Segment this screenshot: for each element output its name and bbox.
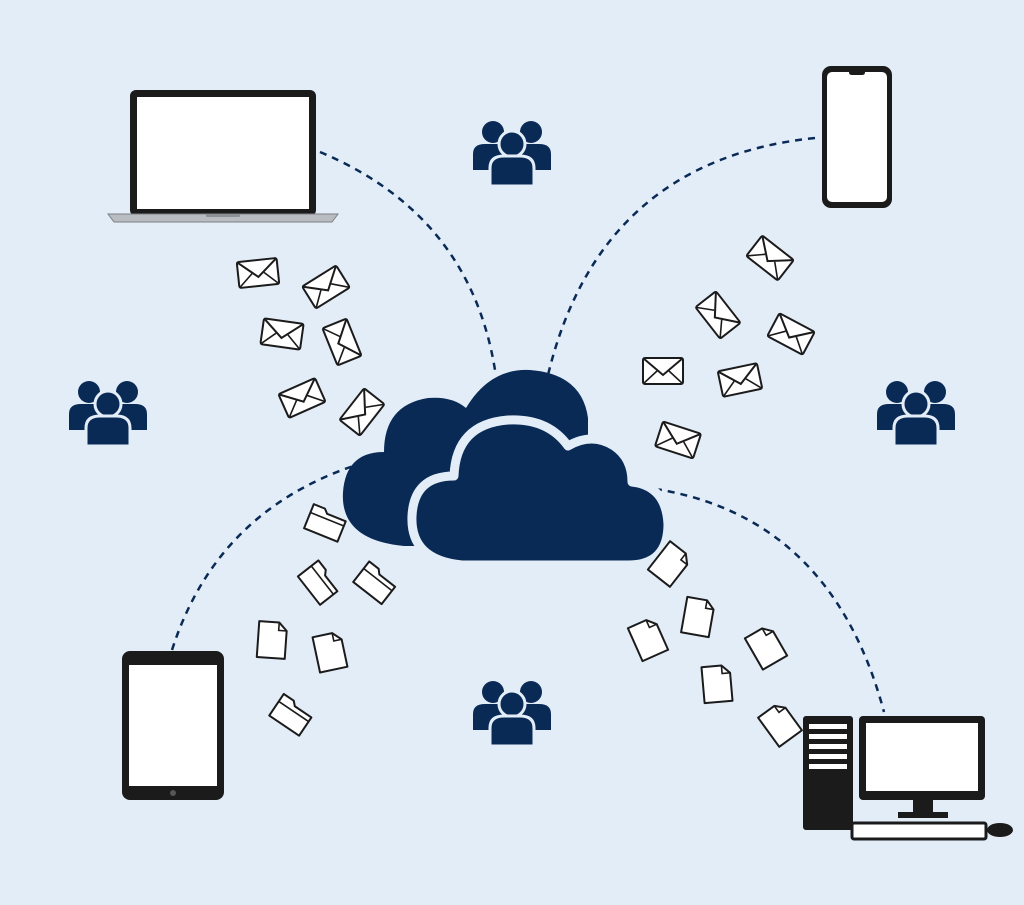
document-icon (757, 700, 803, 748)
document-icon (743, 623, 789, 671)
envelope-icon (321, 317, 363, 367)
document-icon (255, 620, 289, 660)
desktop-computer-icon (803, 716, 1013, 841)
connector-phone (546, 136, 816, 376)
document-icon (700, 663, 734, 705)
envelope-icon (716, 362, 764, 398)
envelope-icon (642, 357, 684, 385)
user-group-icon (471, 119, 553, 188)
envelope-icon (766, 312, 816, 356)
envelope-icon (338, 387, 386, 437)
envelope-icon (259, 317, 305, 351)
document-icon (626, 615, 670, 663)
envelope-icon (694, 290, 742, 340)
folder-icon (296, 559, 342, 606)
envelope-icon (745, 234, 795, 282)
envelope-icon (277, 376, 327, 420)
folder-icon (352, 560, 399, 606)
connector-laptop (319, 150, 497, 371)
envelope-icon (653, 420, 703, 460)
connector-tablet (170, 456, 381, 651)
user-group-icon (471, 679, 553, 748)
document-icon (680, 595, 716, 639)
connection-lines (170, 136, 886, 713)
envelope-icon (235, 256, 281, 290)
folder-icon (303, 503, 349, 543)
envelope-icon (301, 264, 351, 310)
document-icon (311, 630, 349, 674)
tablet-icon (122, 651, 224, 800)
cloud-icon (342, 369, 673, 570)
user-group-icon (875, 379, 957, 448)
user-group-icon (67, 379, 149, 448)
connector-desktop (641, 485, 886, 713)
laptop-icon (107, 90, 339, 223)
folder-icon (268, 692, 315, 737)
smartphone-icon (822, 66, 892, 208)
